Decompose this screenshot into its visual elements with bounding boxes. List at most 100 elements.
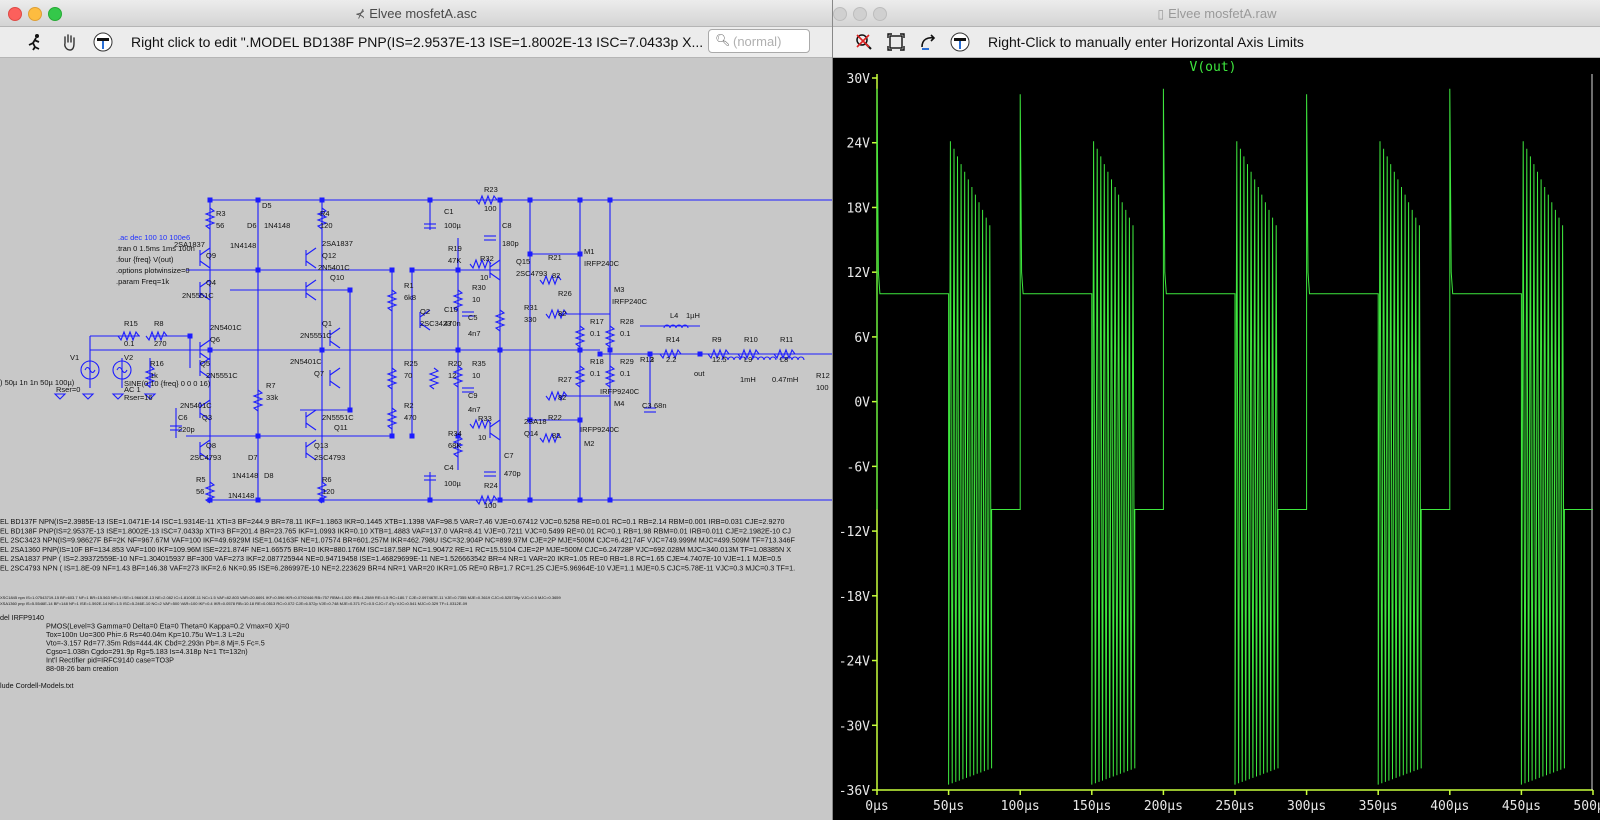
component-label[interactable]: M1 — [584, 247, 594, 256]
hand-icon[interactable] — [58, 31, 80, 53]
component-label[interactable]: 2.2 — [666, 355, 676, 364]
component-label[interactable]: R17 — [590, 317, 604, 326]
component-label[interactable]: 2N5401C — [318, 263, 350, 272]
component-label[interactable]: IRFP9240C — [600, 387, 640, 396]
model-line[interactable]: Tox=100n Uo=300 Phi=.6 Rs=40.04m Kp=10.7… — [46, 630, 244, 639]
component-label[interactable]: R35 — [472, 359, 486, 368]
component-label[interactable]: 2N5551C — [182, 291, 214, 300]
component-label[interactable]: 4n7 — [468, 405, 481, 414]
component-label[interactable]: C4 — [444, 463, 454, 472]
component-label[interactable]: Q13 — [314, 441, 328, 450]
component-label[interactable]: 100 — [484, 204, 497, 213]
zoom-button[interactable] — [873, 7, 887, 21]
minimize-button[interactable] — [28, 7, 42, 21]
autorange-icon[interactable] — [885, 31, 907, 53]
component-label[interactable]: Q5 — [200, 359, 210, 368]
component-label[interactable]: Q9 — [206, 251, 216, 260]
component-label[interactable]: 2SA18 — [524, 417, 547, 426]
component-label[interactable]: 100 — [484, 501, 497, 510]
component-label[interactable]: D5 — [262, 201, 272, 210]
component-label[interactable]: R22 — [548, 413, 562, 422]
component-label[interactable]: Q2 — [420, 307, 430, 316]
component-label[interactable]: 270 — [154, 339, 167, 348]
component-label[interactable]: R29 — [620, 357, 634, 366]
component-label[interactable]: R11 — [780, 335, 793, 344]
trace-v-out[interactable] — [876, 88, 1593, 785]
component-label[interactable]: R4 — [320, 209, 330, 218]
component-label[interactable]: 1N4148 — [232, 471, 258, 480]
spice-directive[interactable]: .options plotwinsize=0 — [116, 266, 190, 275]
component-label[interactable]: Q3 — [202, 413, 212, 422]
component-label[interactable]: R8 — [154, 319, 164, 328]
component-label[interactable]: R32 — [480, 254, 494, 263]
component-label[interactable]: R34 — [448, 429, 462, 438]
component-label[interactable]: L4 — [670, 311, 678, 320]
component-label[interactable]: M4 — [614, 399, 624, 408]
component-label[interactable]: 2N5401C — [210, 323, 242, 332]
component-label[interactable]: 120 — [320, 221, 333, 230]
spice-directive[interactable]: .ac dec 100 10 100e6 — [118, 233, 190, 242]
component-label[interactable]: 70 — [404, 371, 412, 380]
component-label[interactable]: L9 — [744, 355, 752, 364]
component-label[interactable]: R5 — [196, 475, 206, 484]
close-button[interactable] — [833, 7, 847, 21]
model-line[interactable]: Vto=-3.157 Rd=77.35m Rds=444.4K Cbd=2.29… — [46, 639, 265, 648]
trace-label[interactable]: V(out) — [1190, 60, 1237, 75]
component-label[interactable]: 0.1 — [124, 339, 134, 348]
component-label[interactable]: 2N5401C — [290, 357, 322, 366]
component-label[interactable]: 120 — [322, 487, 335, 496]
component-label[interactable]: Q7 — [314, 369, 324, 378]
component-label[interactable]: R3 — [216, 209, 226, 218]
component-label[interactable]: V2 — [124, 353, 133, 362]
component-label[interactable]: Q4 — [206, 278, 216, 287]
zoom-button[interactable] — [48, 7, 62, 21]
component-label[interactable]: 6k8 — [404, 293, 416, 302]
component-label[interactable]: R10 — [744, 335, 758, 344]
spice-directive[interactable]: .param Freq=1k — [116, 277, 169, 286]
component-label[interactable]: 12.5 — [712, 355, 727, 364]
component-label[interactable]: 2SA1837 — [174, 240, 205, 249]
model-line[interactable]: 88-08-26 bam creation — [46, 664, 118, 673]
component-label[interactable]: C3 — [642, 401, 652, 410]
component-label[interactable]: 470 — [404, 413, 417, 422]
model-line[interactable]: XSC1845 npn IS=1.07543719-15 BF=603.7 NF… — [0, 595, 562, 600]
component-label[interactable]: R33 — [478, 414, 492, 423]
component-label[interactable]: C10 — [444, 305, 458, 314]
component-label[interactable]: SINE(0 10 {freq} 0 0 0 16) — [124, 379, 211, 388]
component-label[interactable]: 68n — [654, 401, 667, 410]
component-label[interactable]: 100µ — [444, 221, 462, 230]
minimize-button[interactable] — [853, 7, 867, 21]
run-icon[interactable] — [24, 31, 46, 53]
model-line[interactable]: EL 2SC4793 NPN ( IS=1.8E-09 NF=1.43 BF=1… — [0, 564, 795, 573]
waveform-plot[interactable]: V(out) 30V24V18V12V6V0V-6V-12V-18V-24V-3… — [833, 58, 1600, 820]
component-label[interactable]: 82 — [558, 393, 566, 402]
component-label[interactable]: R19 — [448, 244, 462, 253]
hammer-icon[interactable] — [949, 31, 971, 53]
component-label[interactable]: R25 — [404, 359, 418, 368]
component-label[interactable]: R27 — [558, 375, 572, 384]
component-label[interactable]: AC 1 — [124, 385, 141, 394]
component-label[interactable]: 1k — [150, 371, 158, 380]
component-label[interactable]: R12 — [816, 371, 830, 380]
component-label[interactable]: 2N5401C — [180, 401, 212, 410]
zoom-cancel-icon[interactable] — [853, 31, 875, 53]
model-header[interactable]: del IRFP9140 — [0, 613, 44, 622]
search-input[interactable]: 🔍︎ (normal) — [708, 29, 810, 53]
component-label[interactable]: Rser=0 — [56, 385, 80, 394]
component-label[interactable]: D6 — [247, 221, 257, 230]
component-label[interactable]: 10 — [478, 433, 486, 442]
component-label[interactable]: C8 — [502, 221, 512, 230]
component-label[interactable]: R20 — [448, 359, 462, 368]
component-label[interactable]: 2N5551C — [300, 331, 332, 340]
component-label[interactable]: R2 — [404, 401, 414, 410]
component-label[interactable]: 82 — [552, 271, 560, 280]
component-label[interactable]: R28 — [620, 317, 634, 326]
component-label[interactable]: IRFP240C — [612, 297, 648, 306]
component-label[interactable]: 33k — [266, 393, 278, 402]
component-label[interactable]: 56 — [196, 487, 204, 496]
component-label[interactable]: 2SA1837 — [322, 239, 353, 248]
spice-directive[interactable]: .tran 0 1.5ms 1ms 100n — [116, 244, 195, 253]
component-label[interactable]: 0.1 — [620, 329, 630, 338]
component-label[interactable]: Rser=16 — [124, 393, 153, 402]
